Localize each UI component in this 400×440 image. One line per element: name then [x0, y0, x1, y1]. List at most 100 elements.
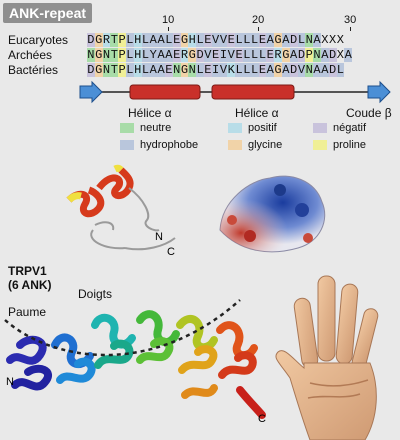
legend-positif: positif [228, 122, 277, 134]
residue: L [141, 33, 150, 47]
trpv1-ribbon-image: N C [4, 299, 266, 425]
residue: X [336, 33, 344, 47]
residue: G [274, 63, 282, 77]
residue: R [274, 48, 282, 62]
residue: L [235, 63, 243, 77]
row-label-archees: Archées [8, 48, 53, 62]
residue: N [172, 63, 181, 77]
residue: X [336, 48, 344, 62]
trpv1-c-label: C [258, 413, 266, 425]
ribbon-structure-image: N C [66, 164, 176, 258]
residue: D [289, 33, 298, 47]
residue: R [102, 33, 111, 47]
swatch-proline [313, 140, 327, 150]
residue: E [203, 63, 212, 77]
residue: G [274, 33, 282, 47]
residue: H [188, 33, 197, 47]
residue: A [281, 63, 290, 77]
secondary-structure-diagram [79, 80, 391, 104]
residue: E [235, 48, 243, 62]
swatch-positif [228, 123, 242, 133]
residue: G [180, 63, 189, 77]
tick-mark [258, 27, 259, 31]
residue: V [211, 33, 220, 47]
residue: N [87, 48, 95, 62]
swatch-glycine [228, 140, 242, 150]
position-number-10: 10 [162, 14, 175, 26]
legend-proline: proline [313, 139, 366, 151]
swatch-negatif [313, 123, 327, 133]
residue: D [297, 48, 306, 62]
swatch-neutral [120, 123, 134, 133]
residue: A [320, 63, 329, 77]
residue: I [219, 48, 228, 62]
residue: A [164, 48, 173, 62]
residue: D [328, 63, 337, 77]
residue: E [164, 63, 173, 77]
legend-hydrophobe: hydrophobe [120, 139, 198, 151]
residue: D [87, 33, 95, 47]
residue: D [196, 48, 204, 62]
helix-1-label: Hélice α [128, 106, 172, 120]
fingers-label: Doigts [78, 287, 113, 301]
residue: A [266, 33, 275, 47]
residue: L [258, 48, 267, 62]
residue: D [328, 48, 337, 62]
row-label-eucaryotes: Eucaryotes [8, 33, 69, 47]
residue: L [125, 33, 134, 47]
residue: L [250, 33, 259, 47]
residue: L [196, 63, 204, 77]
residue: L [297, 33, 306, 47]
hand-image [275, 275, 379, 440]
residue: X [321, 33, 329, 47]
residue: E [172, 33, 181, 47]
beta-arrow-right [367, 80, 391, 104]
residue: L [196, 33, 204, 47]
palm-label: Paume [8, 305, 47, 319]
residue: H [133, 48, 142, 62]
turn-label: Coude β [346, 106, 392, 120]
residue: T [110, 33, 119, 47]
residue: A [149, 33, 158, 47]
residue: D [289, 63, 298, 77]
palm-curve [4, 299, 241, 357]
residue: L [242, 33, 251, 47]
residue: P [305, 48, 314, 62]
residue: A [289, 48, 298, 62]
swatch-hydrophobe [120, 140, 134, 150]
helix-2-cylinder [211, 84, 295, 100]
residue: G [94, 33, 103, 47]
residue: T [110, 63, 119, 77]
residue: N [102, 48, 111, 62]
helix-2-label: Hélice α [235, 106, 279, 120]
residue: A [344, 48, 353, 62]
residue: A [157, 48, 165, 62]
figure-title: ANK-repeat [3, 3, 93, 23]
legend-neutral: neutre [120, 122, 171, 134]
residue: A [281, 33, 290, 47]
position-number-30: 30 [344, 14, 357, 26]
residue: E [203, 33, 212, 47]
residue: A [313, 33, 321, 47]
position-number-20: 20 [252, 14, 265, 26]
residue: A [266, 63, 275, 77]
tick-mark [350, 27, 351, 31]
residue: X [329, 33, 337, 47]
helix-2 [96, 164, 134, 199]
beta-arrow-left [79, 80, 103, 104]
residue: V [297, 63, 306, 77]
residue: D [87, 63, 95, 77]
residue: T [110, 48, 119, 62]
residue: V [219, 33, 228, 47]
residue: A [149, 63, 158, 77]
residue: P [118, 33, 126, 47]
trpv1-subtitle: (6 ANK) [8, 278, 52, 292]
residue: K [227, 63, 236, 77]
residue: V [203, 48, 212, 62]
residue: L [235, 33, 243, 47]
residue: E [211, 48, 220, 62]
residue: I [211, 63, 220, 77]
residue: H [133, 33, 142, 47]
